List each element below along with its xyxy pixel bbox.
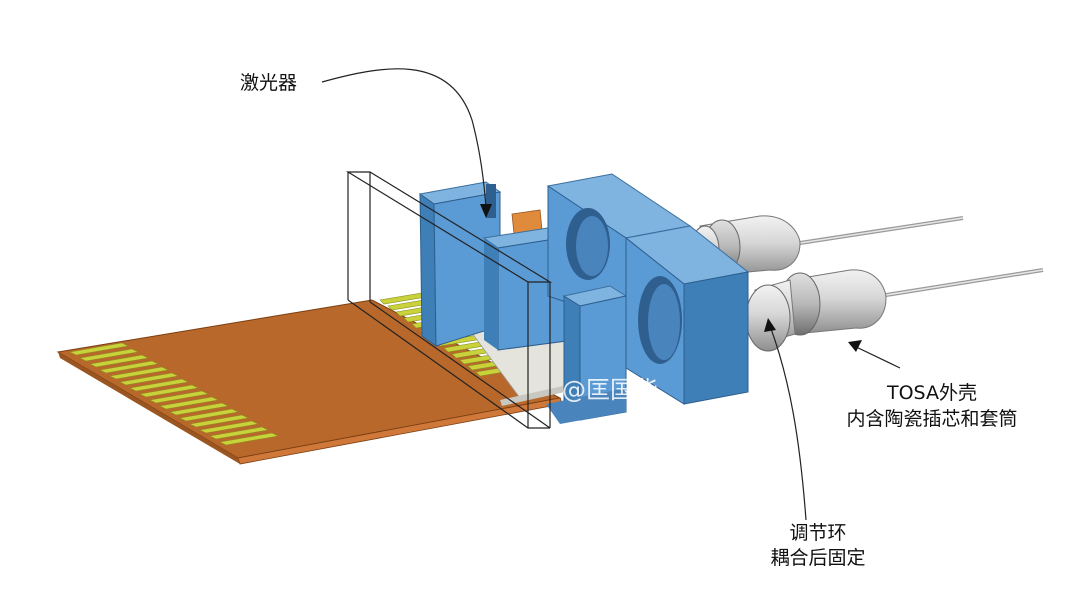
label-laser: 激光器	[240, 72, 298, 94]
label-tosa-line2: 内含陶瓷插芯和套筒	[846, 408, 1018, 430]
leader-lines	[321, 68, 901, 521]
label-ring-line1: 调节环	[789, 522, 847, 544]
lens-holder-lower	[624, 225, 750, 405]
fiber-leads	[799, 216, 1044, 298]
label-tosa-line1: TOSA外壳	[887, 382, 977, 404]
watermark: @匡国华	[562, 376, 658, 404]
label-ring-line2: 耦合后固定	[770, 547, 866, 569]
arrowheads	[480, 204, 862, 352]
laser-block	[418, 181, 502, 347]
front-clamp-block	[546, 285, 628, 424]
wireframe-window	[345, 171, 553, 429]
gold-fingers-left	[69, 342, 279, 446]
tosa-housing-lower	[745, 269, 887, 352]
